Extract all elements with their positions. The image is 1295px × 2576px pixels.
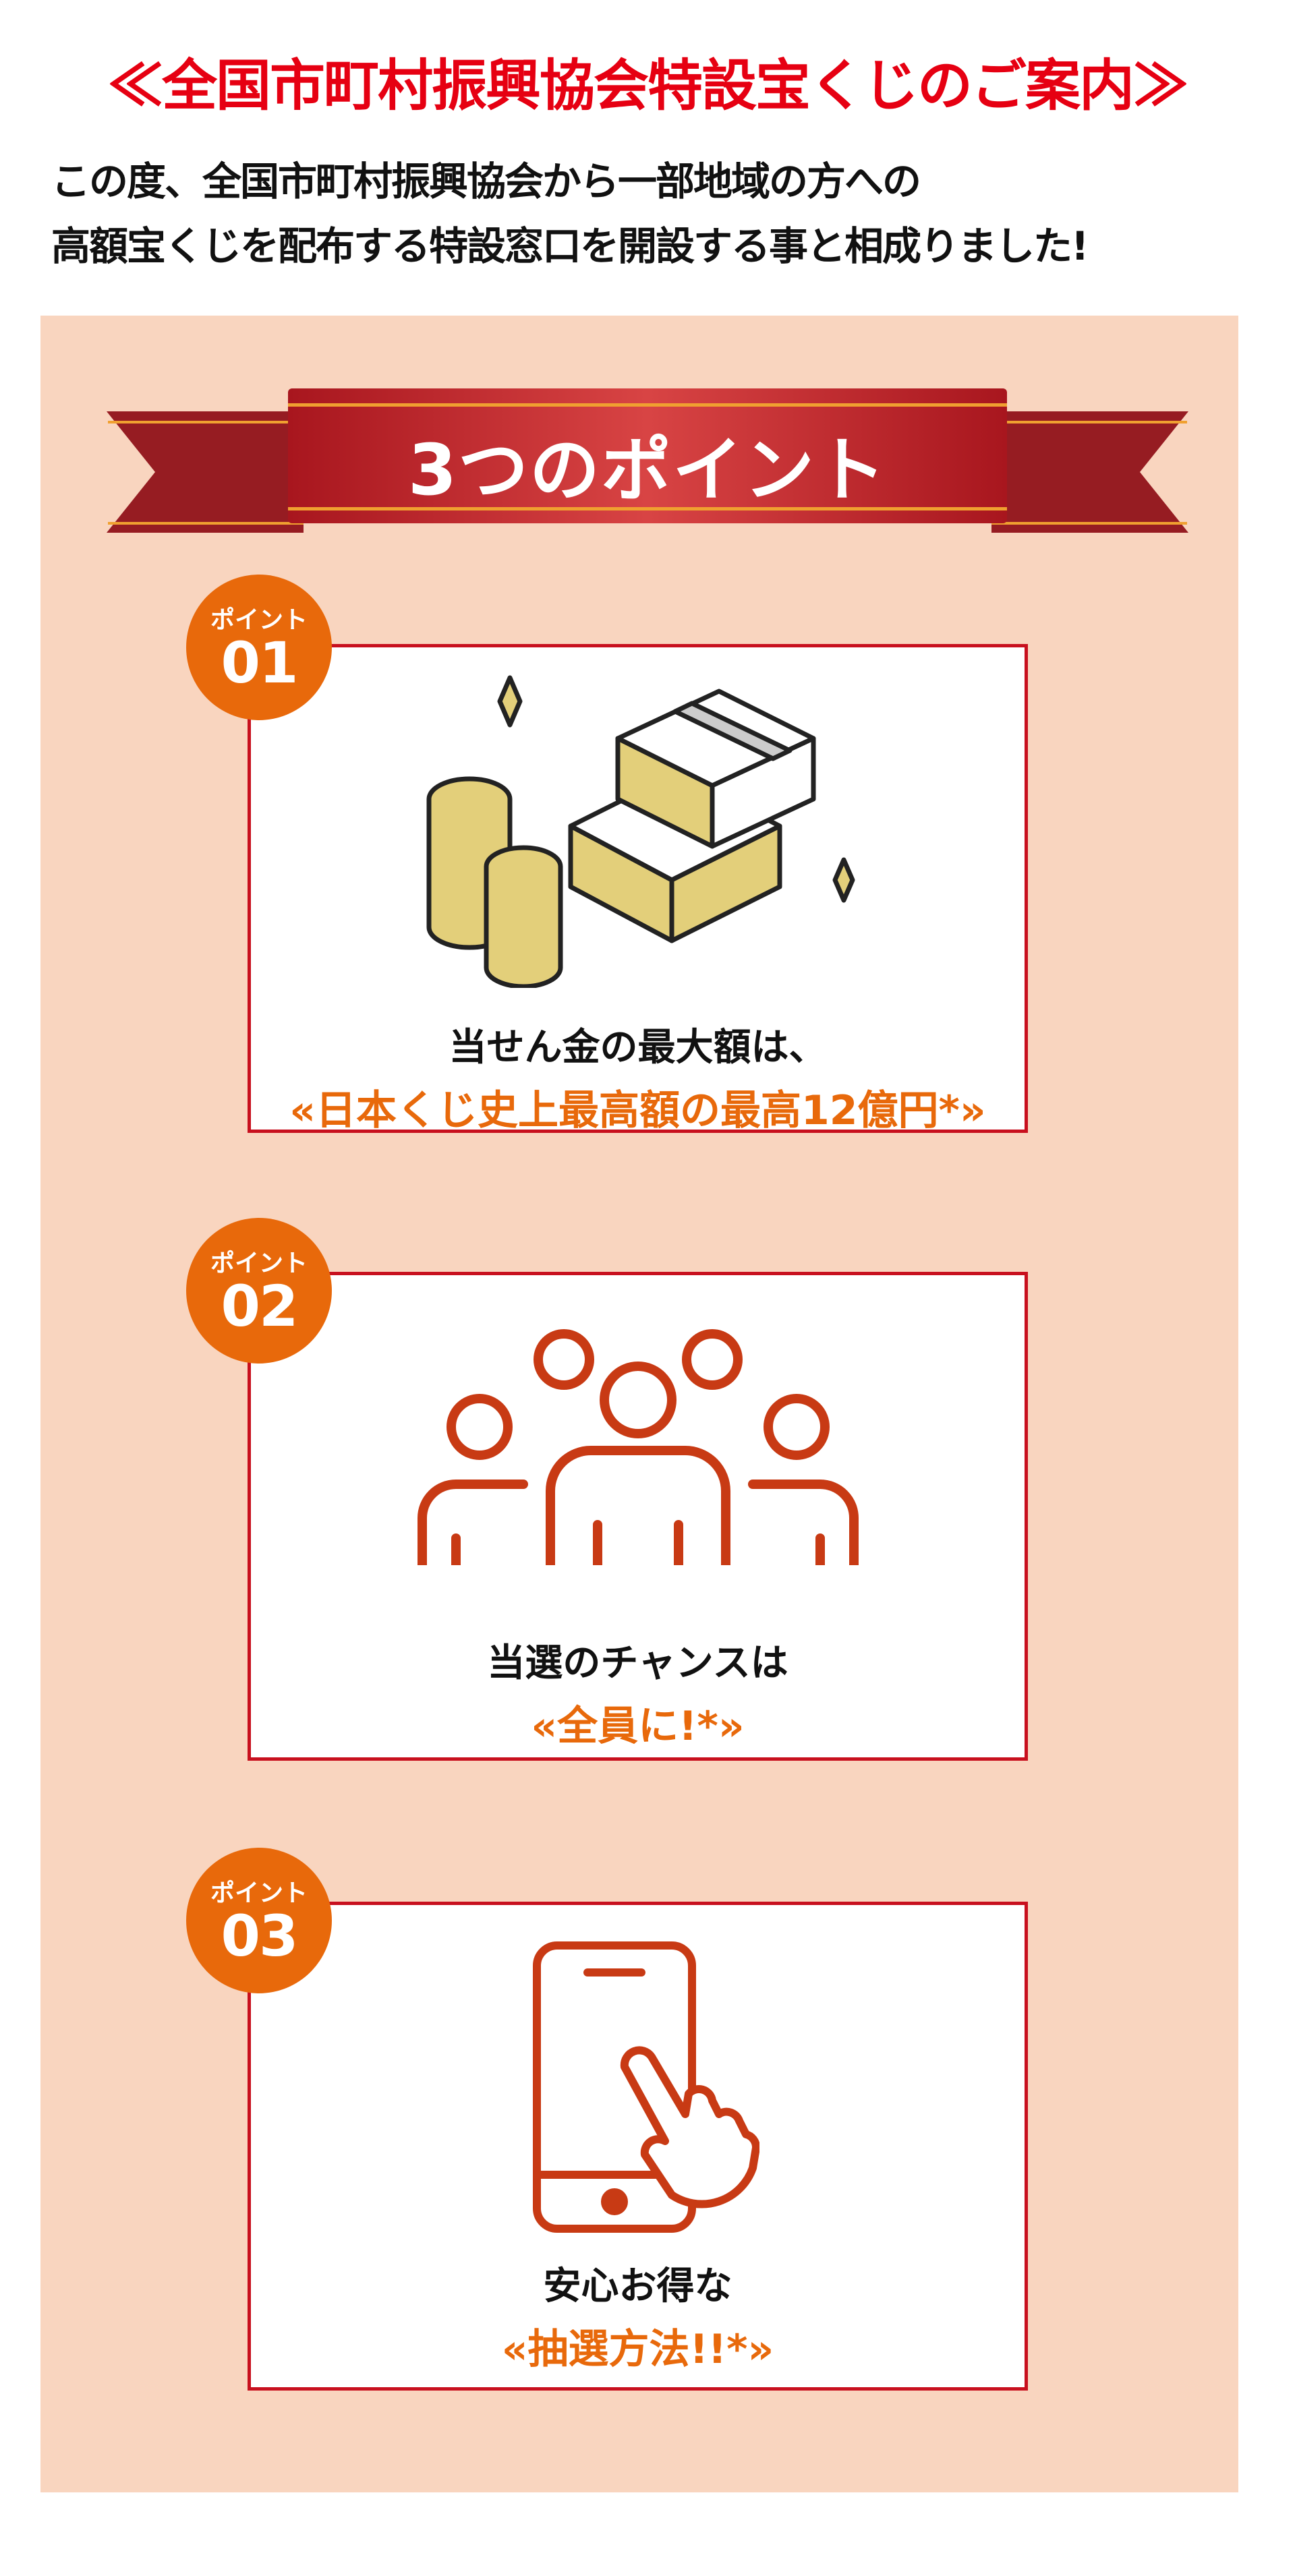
badge-number: 02: [221, 1273, 299, 1339]
badge-label: ポイント: [210, 606, 308, 634]
point-2-heading: 当選のチャンスは: [487, 1641, 788, 1685]
badge-number: 03: [221, 1903, 299, 1969]
smartphone-tap-icon: [532, 1941, 759, 2233]
badge-label: ポイント: [210, 1879, 308, 1907]
point-1-highlight: «日本くじ史上最高額の最高12億円*»: [289, 1087, 986, 1134]
ribbon-banner: [107, 388, 1188, 533]
point-badge-1: ポイント 01: [186, 575, 332, 720]
badge-number: 01: [221, 630, 299, 696]
ribbon-title: 3つのポイント: [407, 429, 888, 511]
point-2-highlight: «全員に!*»: [531, 1703, 745, 1750]
intro-line-1: この度、全国市町村振興協会から一部地域の方への: [51, 158, 921, 204]
point-card-3: 安心お得な «抽選方法!!*»: [248, 1902, 1028, 2391]
badge-label: ポイント: [210, 1250, 308, 1277]
point-card-2: 当選のチャンスは «全員に!*»: [248, 1272, 1028, 1761]
intro-line-2: 高額宝くじを配布する特設窓口を開設する事と相成りました!: [51, 223, 1089, 269]
point-3-highlight: «抽選方法!!*»: [501, 2326, 774, 2373]
money-stack-icon: [426, 675, 855, 988]
point-3-heading: 安心お得な: [543, 2264, 732, 2308]
point-badge-3: ポイント 03: [186, 1848, 332, 1993]
point-badge-2: ポイント 02: [186, 1218, 332, 1364]
point-1-heading: 当せん金の最大額は、: [449, 1026, 827, 1070]
page-title: ≪全国市町村振興協会特設宝くじのご案内≫: [107, 53, 1188, 118]
people-group-icon: [417, 1329, 859, 1565]
point-card-1: 当せん金の最大額は、 «日本くじ史上最高額の最高12億円*»: [248, 644, 1028, 1134]
